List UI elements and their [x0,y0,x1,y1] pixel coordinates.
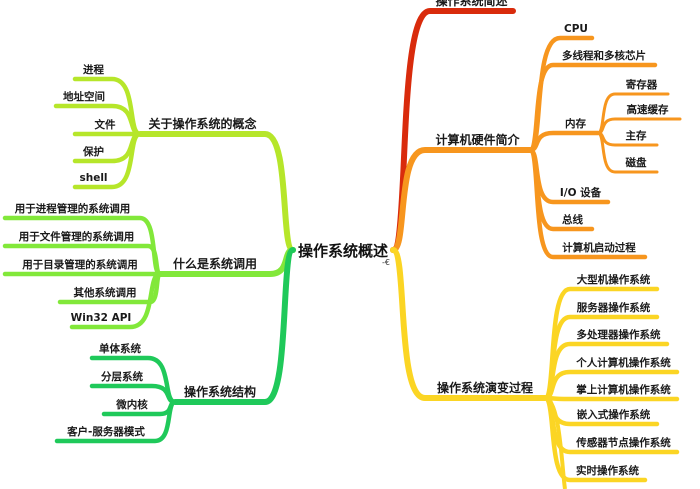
leaf-link [69,271,163,330]
leaf-node[interactable]: 其他系统调用 [73,287,137,299]
branch-node[interactable]: 关于操作系统的概念 [148,117,257,131]
branch-link [172,247,296,405]
leaf-link [542,395,680,402]
leaf-node[interactable]: 多线程和多核芯片 [562,50,646,62]
branch-link [390,8,516,253]
leaf-link [527,147,648,260]
branch-node[interactable]: 计算机硬件简介 [435,133,520,147]
leaf-node[interactable]: 用于目录管理的系统调用 [22,259,138,271]
branch-link [390,147,533,253]
branch-node[interactable]: 什么是系统调用 [172,257,257,271]
leaf-node[interactable]: 进程 [83,64,104,76]
leaf-link [72,131,143,190]
leaf-link [527,62,658,153]
leaf-node[interactable]: 多处理器操作系统 [576,329,661,341]
leaf-node[interactable]: 掌上计算机操作系统 [576,384,671,396]
leaf-node[interactable]: 传感器节点操作系统 [576,437,671,449]
leaf-node[interactable]: 内存 [565,118,586,130]
leaf-node[interactable]: shell [79,172,108,184]
leaf-link [527,130,601,153]
leaf-node[interactable]: 服务器操作系统 [576,302,651,314]
leaf-node[interactable]: I/O 设备 [559,187,602,199]
leaf-node[interactable]: 单体系统 [99,343,141,355]
branch-node[interactable]: 操作系统演变过程 [436,381,533,395]
branch-link [137,131,296,253]
leaf-node[interactable]: 文件 [94,119,116,131]
leaf-node[interactable]: 用于进程管理的系统调用 [14,203,131,215]
leaf-node[interactable]: 高速缓存 [626,104,669,116]
leaf-node[interactable]: 微内核 [116,399,148,411]
root-marker: -€ [382,258,390,267]
leaf-node[interactable]: 大型机操作系统 [576,274,651,286]
branch-link [390,247,548,401]
leaf-node[interactable]: 寄存器 [625,79,658,91]
branch-node[interactable]: 操作系统简述 [435,0,508,8]
leaf-node[interactable]: 主存 [625,130,647,142]
leaf-node[interactable]: Win32 API [70,312,132,324]
leaf-node[interactable]: 保护 [83,146,104,158]
leaf-node[interactable]: 地址空间 [63,91,105,103]
leaf-node[interactable]: 用于文件管理的系统调用 [18,231,135,243]
leaf-node[interactable]: 计算机启动过程 [562,242,636,254]
leaf-link [596,131,659,174]
leaf-node[interactable]: 分层系统 [101,371,143,383]
leaf-node[interactable]: 磁盘 [625,157,647,169]
branch-link-continuation [544,396,567,489]
leaf-node[interactable]: CPU [564,23,588,35]
leaf-node[interactable]: 实时操作系统 [576,465,639,477]
root-node[interactable]: 操作系统概述 [298,242,389,260]
leaf-node[interactable]: 个人计算机操作系统 [576,357,671,369]
leaf-node[interactable]: 总线 [562,214,583,226]
leaf-link [54,399,178,444]
branch-node[interactable]: 操作系统结构 [183,385,256,399]
leaf-node[interactable]: 嵌入式操作系统 [576,409,651,421]
leaf-node[interactable]: 客户-服务器模式 [67,426,145,438]
